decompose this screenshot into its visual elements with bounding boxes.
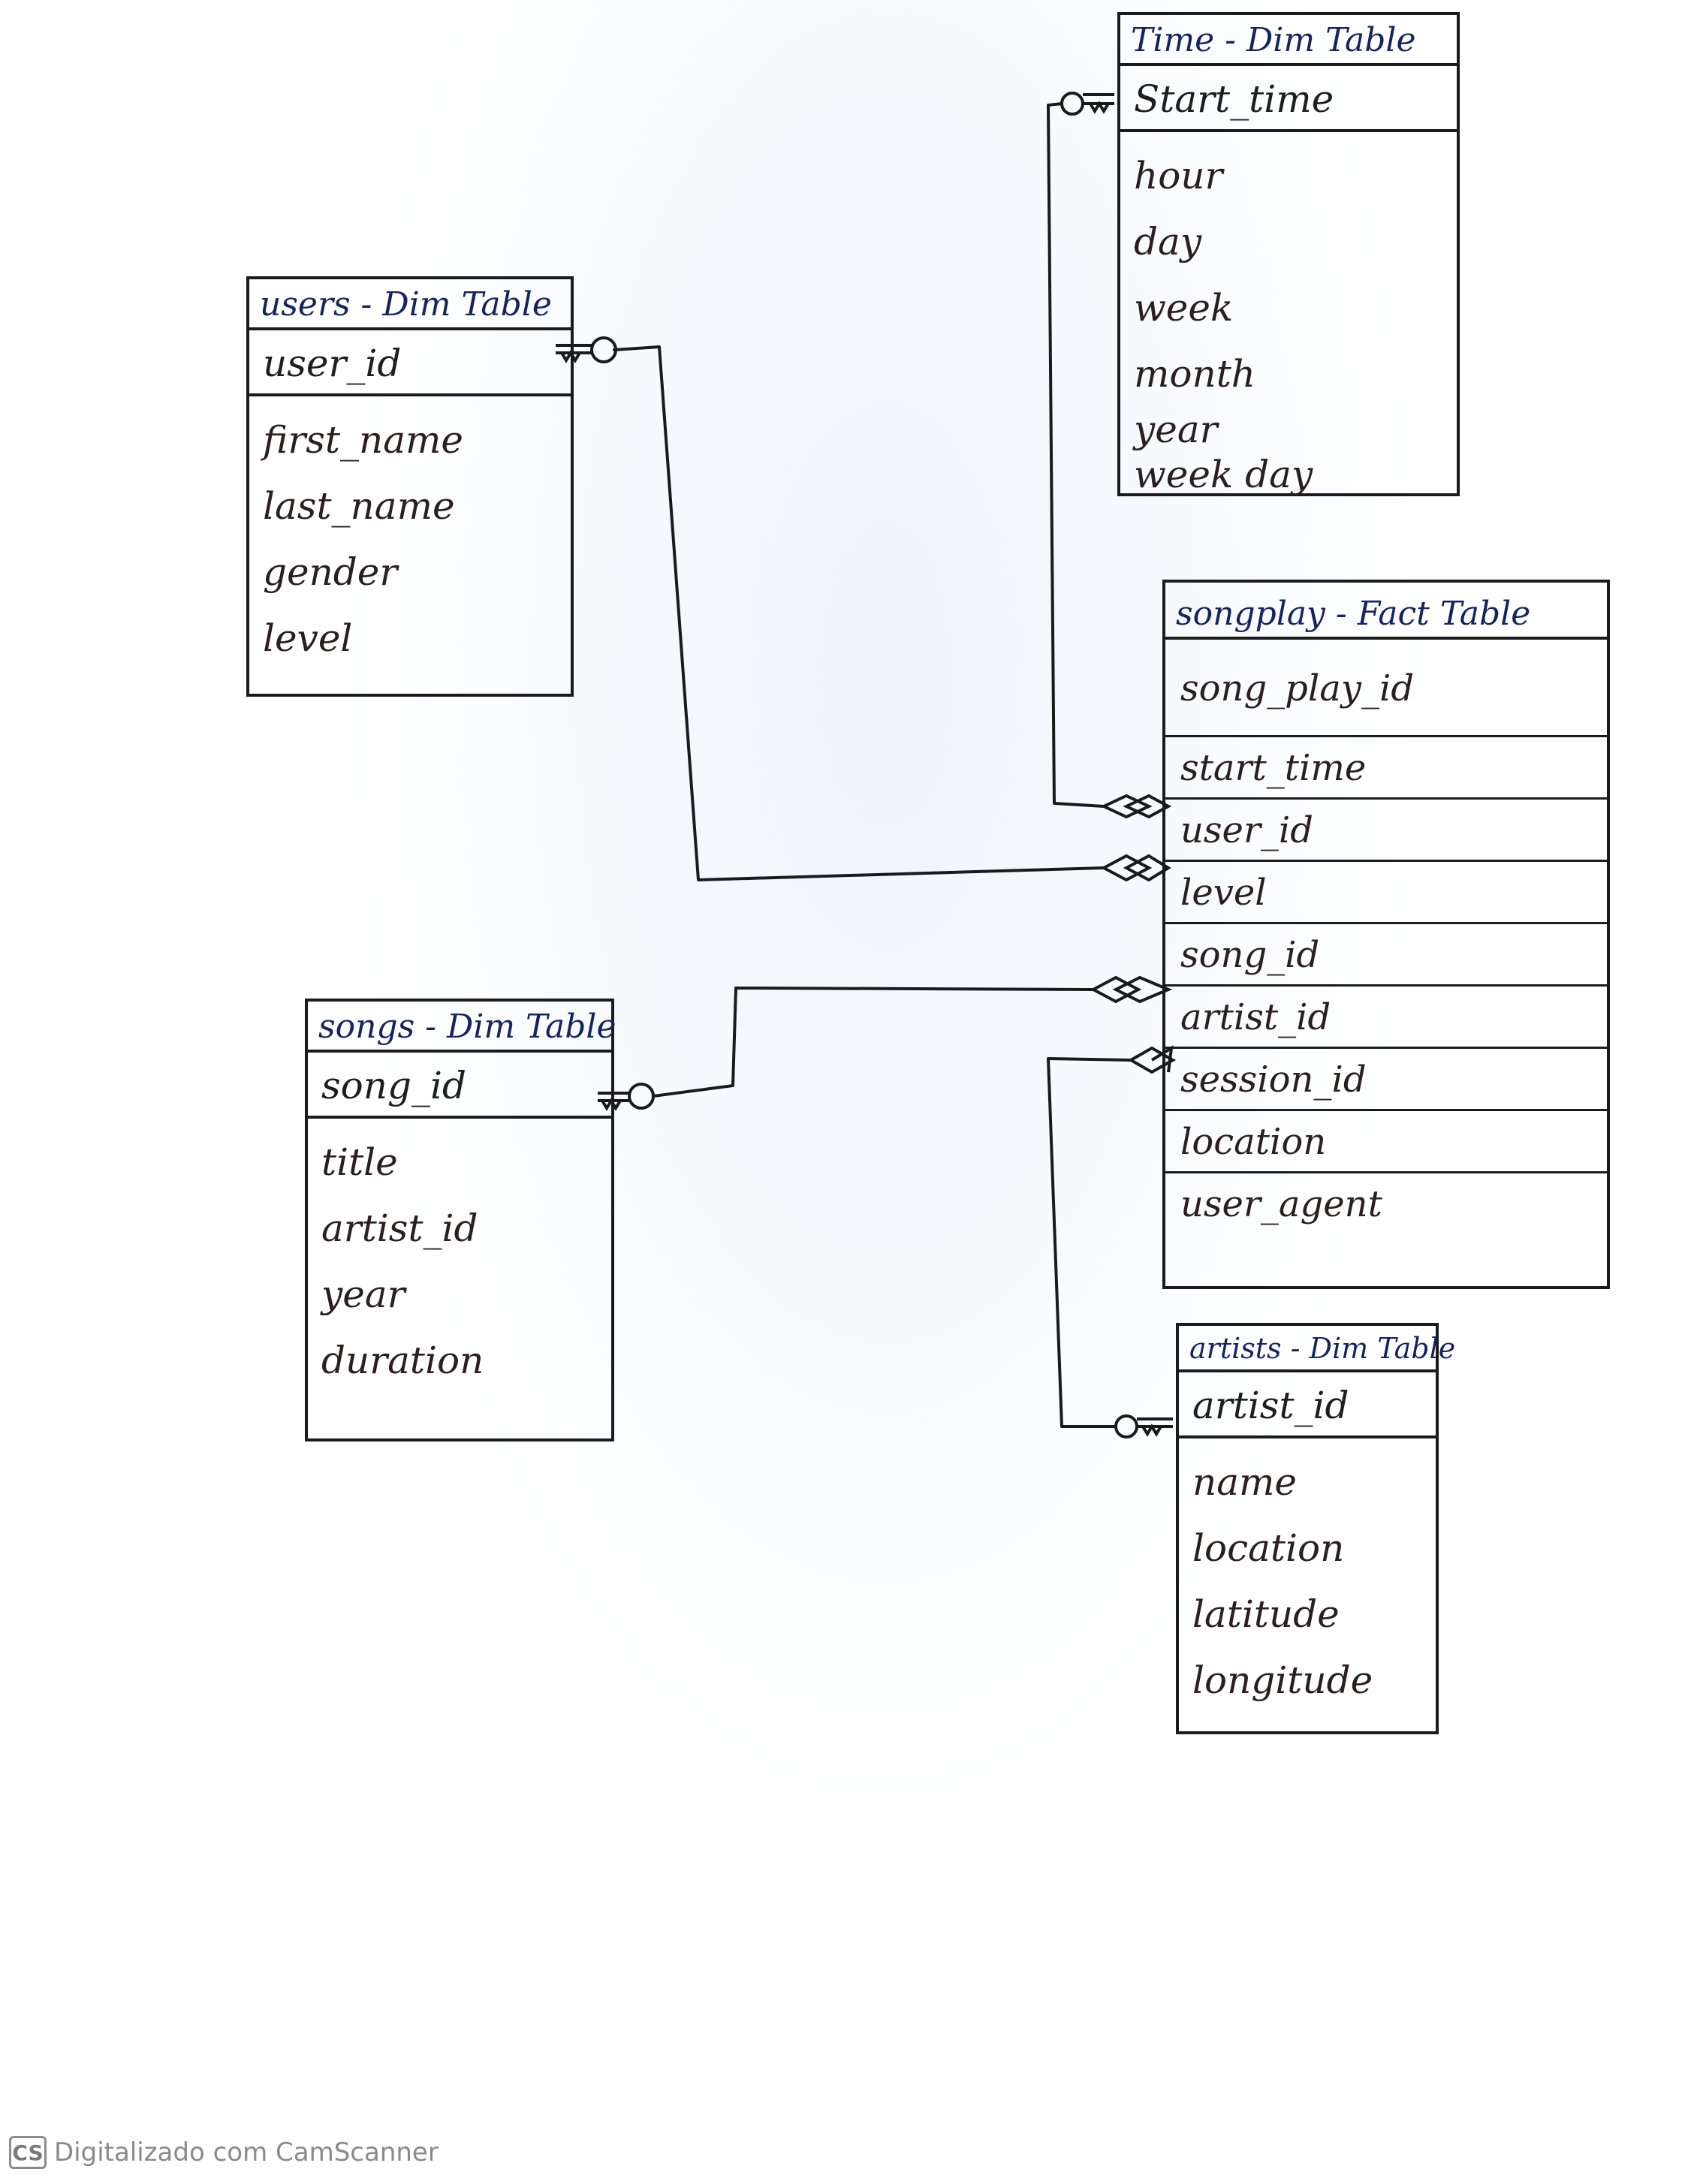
songplay-row: level — [1165, 862, 1607, 925]
users-column: level — [263, 616, 353, 661]
artists-column: longitude — [1192, 1658, 1373, 1702]
users-column: gender — [263, 550, 398, 595]
artist-id-diamond-icon — [1127, 1045, 1177, 1074]
artists-columns: name location latitude longitude — [1179, 1438, 1436, 1724]
songplay-row: song_id — [1165, 924, 1607, 987]
camscanner-logo: CS — [9, 2136, 47, 2169]
users-pk-field: user_id — [249, 330, 571, 397]
artists-column: name — [1192, 1460, 1298, 1504]
songs-column: artist_id — [321, 1206, 478, 1251]
artists-pk-field: artist_id — [1179, 1372, 1436, 1438]
songs-dim-table: songs - Dim Table song_id title artist_i… — [305, 999, 616, 1441]
songplay-row: artist_id — [1165, 987, 1607, 1050]
songs-songplay-connector — [652, 987, 1095, 1098]
scanner-footer: CS Digitalizado com CamScanner — [9, 2136, 439, 2169]
users-songplay-connector — [613, 345, 1105, 881]
users-key-icon — [556, 336, 617, 363]
songplay-row: user_id — [1165, 800, 1607, 863]
start-time-diamond-icon — [1100, 794, 1172, 819]
artists-key-icon — [1114, 1414, 1173, 1438]
user-id-diamond-icon — [1100, 854, 1171, 882]
time-pk-field: Start_time — [1120, 66, 1457, 133]
songplay-row: session_id — [1165, 1049, 1607, 1112]
songs-column: duration — [321, 1339, 484, 1383]
users-column: first_name — [263, 418, 464, 462]
time-column: day — [1134, 220, 1202, 264]
songplay-row: song_play_id — [1165, 640, 1607, 738]
songplay-row: user_agent — [1180, 1183, 1382, 1226]
songs-columns: title artist_id year duration — [308, 1119, 611, 1404]
time-column: year — [1134, 408, 1218, 452]
time-column: month — [1134, 352, 1256, 396]
time-column: week day — [1134, 453, 1313, 497]
users-column: last_name — [263, 484, 455, 529]
time-column: week — [1134, 286, 1234, 330]
artists-column: location — [1192, 1526, 1345, 1570]
users-columns: first_name last_name gender level — [249, 396, 571, 682]
songs-column: title — [321, 1140, 398, 1185]
song-id-diamond-icon — [1090, 975, 1173, 1004]
users-dim-table: users - Dim Table user_id first_name las… — [246, 276, 574, 697]
songs-column: year — [321, 1273, 405, 1317]
time-columns: hour day week month year week day — [1120, 132, 1457, 508]
songplay-row: start_time — [1165, 737, 1607, 800]
time-key-icon — [1060, 92, 1114, 116]
users-table-title: users - Dim Table — [249, 279, 571, 331]
footer-text: Digitalizado com CamScanner — [54, 2137, 439, 2167]
songplay-row: location — [1165, 1111, 1607, 1174]
songplay-fact-table: songplay - Fact Table song_play_id start… — [1162, 580, 1610, 1289]
time-songplay-connector — [1047, 102, 1105, 808]
artists-column: latitude — [1192, 1592, 1340, 1636]
artists-dim-table: artists - Dim Table artist_id name locat… — [1176, 1323, 1455, 1734]
time-dim-table: Time - Dim Table Start_time hour day wee… — [1117, 12, 1460, 496]
artists-songplay-connector — [1047, 1057, 1132, 1428]
songs-table-title: songs - Dim Table — [308, 1002, 616, 1053]
artists-table-title: artists - Dim Table — [1179, 1326, 1455, 1372]
time-table-title: Time - Dim Table — [1120, 15, 1457, 67]
songplay-table-title: songplay - Fact Table — [1165, 583, 1607, 640]
time-column: hour — [1134, 154, 1223, 198]
songs-key-icon — [598, 1083, 655, 1111]
songs-pk-field: song_id — [308, 1053, 611, 1119]
